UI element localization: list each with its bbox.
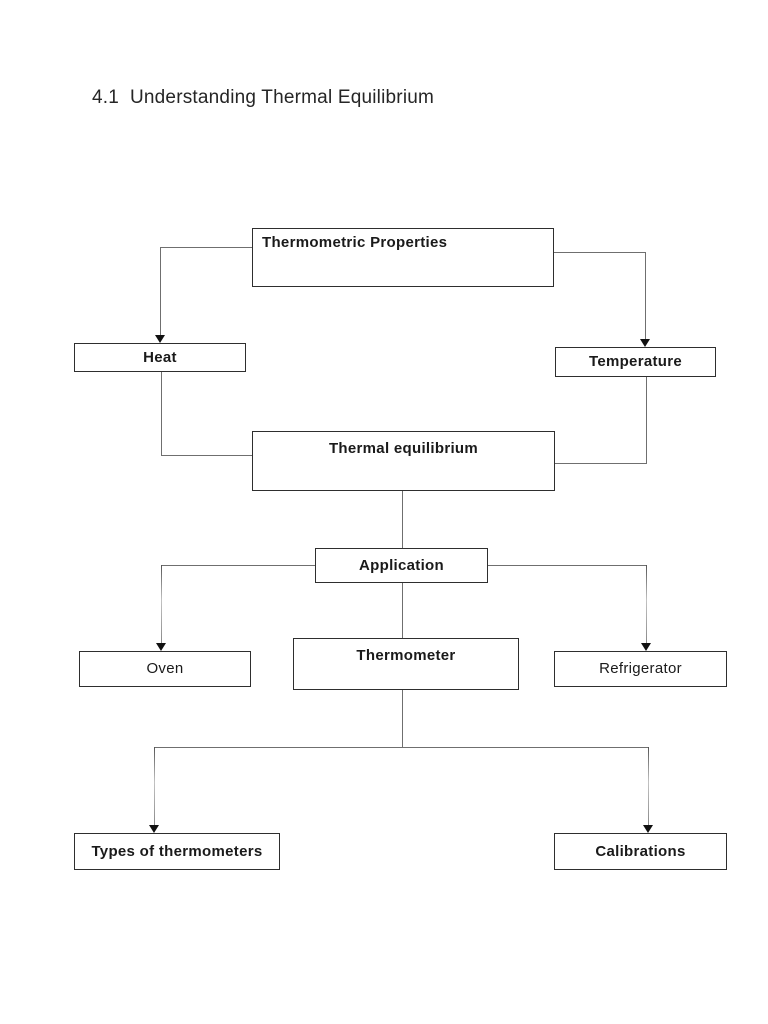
connector-line (645, 252, 647, 339)
connector-line (160, 247, 162, 335)
node-label: Thermal equilibrium (328, 440, 479, 457)
node-temperature: Temperature (555, 347, 716, 377)
connector-line (646, 377, 648, 464)
connector-line (402, 491, 404, 548)
node-oven: Oven (79, 651, 251, 687)
node-label: Refrigerator (599, 660, 682, 677)
connector-line (161, 565, 315, 567)
node-thermometer: Thermometer (293, 638, 519, 690)
node-label: Thermometer (356, 647, 456, 664)
connector-line (646, 565, 648, 643)
connector-line (160, 247, 252, 249)
node-label: Calibrations (595, 842, 686, 860)
node-thermal-equilibrium: Thermal equilibrium (252, 431, 555, 491)
connector-line (648, 747, 650, 825)
node-label: Application (359, 556, 444, 574)
node-thermometric-properties: Thermometric Properties (252, 228, 554, 287)
arrow-down-icon (154, 335, 165, 343)
connector-line (554, 252, 646, 254)
arrow-down-icon (148, 825, 159, 833)
node-label: Types of thermometers (91, 842, 263, 860)
node-calibrations: Calibrations (554, 833, 727, 870)
connector-line (402, 690, 404, 747)
arrow-down-icon (642, 825, 653, 833)
connector-line (161, 455, 252, 457)
connector-line (154, 747, 156, 825)
node-label: Oven (146, 660, 184, 677)
node-refrigerator: Refrigerator (554, 651, 727, 687)
connector-line (402, 583, 404, 638)
connector-line (161, 565, 163, 643)
section-title: 4.1 Understanding Thermal Equilibrium (92, 87, 435, 108)
node-label: Heat (143, 348, 177, 366)
connector-line (555, 463, 647, 465)
arrow-down-icon (640, 643, 651, 651)
node-types-of-thermometers: Types of thermometers (74, 833, 280, 870)
arrow-down-icon (639, 339, 650, 347)
connector-line (161, 372, 163, 456)
node-label: Thermometric Properties (262, 234, 448, 251)
node-label: Temperature (588, 353, 683, 370)
connector-line (488, 565, 646, 567)
node-heat: Heat (74, 343, 246, 372)
node-application: Application (315, 548, 488, 583)
arrow-down-icon (155, 643, 166, 651)
connector-line (154, 747, 648, 749)
